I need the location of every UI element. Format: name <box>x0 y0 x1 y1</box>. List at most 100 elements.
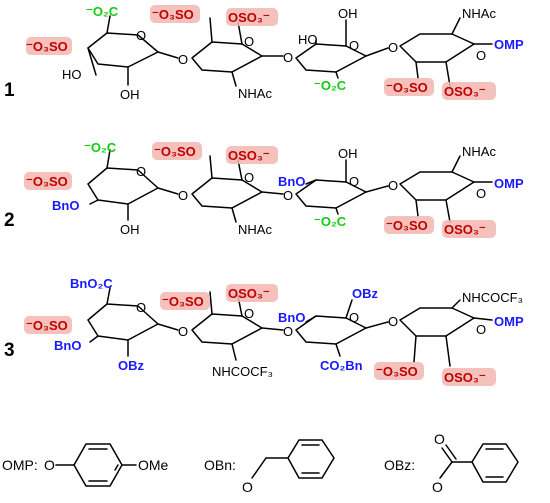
glycosidic-oxygen: O <box>388 178 398 193</box>
benzoyl-label: OBz <box>118 358 145 373</box>
glycosidic-oxygen: O <box>388 40 398 55</box>
sulfate-label: ⁻O₃SO <box>386 218 428 233</box>
omp-label: OMP <box>494 314 524 329</box>
compound-number-3: 3 <box>4 340 15 361</box>
ring-oxygen: O <box>476 48 486 63</box>
key-omp: OMP: O OMe <box>2 443 169 487</box>
ring-2c: O <box>295 159 389 215</box>
benzyl-ether-label: BnO <box>54 338 81 353</box>
sulfate-label: OSO₃⁻ <box>444 84 486 99</box>
key-obn-oxygen: O <box>242 479 253 495</box>
sulfate-highlight <box>226 8 278 26</box>
sulfate-label: ⁻O₃SO <box>152 7 194 22</box>
sulfate-highlight <box>160 292 210 310</box>
sulfate-label: ⁻O₃SO <box>26 39 68 54</box>
glycosidic-oxygen: O <box>388 314 398 329</box>
sulfate-highlight <box>26 37 72 55</box>
sulfate-label: ⁻O₃SO <box>376 364 418 379</box>
compound-number-1: 1 <box>4 80 15 101</box>
sulfate-highlight <box>226 284 278 302</box>
key-obz-ester-oxygen: O <box>432 479 443 495</box>
sulfate-label: OSO₃⁻ <box>444 222 486 237</box>
sulfate-label: OSO₃⁻ <box>228 10 270 25</box>
sulfate-highlight <box>150 5 200 23</box>
compound-1: 1 O ⁻O₃SO ⁻O₂C HO OH O O ⁻O₃SO OSO₃⁻ <box>4 4 524 102</box>
ring-1b: O <box>191 17 284 87</box>
hydroxyl-label: OH <box>338 146 358 161</box>
sulfate-label: OSO₃⁻ <box>228 286 270 301</box>
glycosidic-oxygen: O <box>178 324 188 339</box>
ring-oxygen: O <box>476 186 486 201</box>
ring-2b: O <box>191 155 284 223</box>
benzyl-ether-label: BnO <box>278 310 305 325</box>
compound-3: 3 O ⁻O₃SO BnO₂C BnO OBz O O ⁻O₃SO OSO₃⁻ … <box>4 276 524 386</box>
ring-3a: O <box>87 287 179 357</box>
trifluoroacetamido-label: NHCOCF₃ <box>462 290 523 305</box>
benzyl-ester-label: CO₂Bn <box>320 358 363 373</box>
ring-oxygen: O <box>244 306 254 321</box>
sulfate-highlight <box>374 362 424 380</box>
sulfate-highlight <box>226 146 278 164</box>
glycosidic-oxygen: O <box>283 50 293 65</box>
carboxylate-label: ⁻O₂C <box>86 4 119 19</box>
sulfate-highlight <box>152 142 202 160</box>
sulfate-label: ⁻O₃SO <box>26 318 68 333</box>
sulfate-highlight <box>384 216 434 234</box>
ring-oxygen: O <box>244 170 254 185</box>
benzyl-ether-label: BnO <box>278 174 305 189</box>
key-obz-carbonyl-oxygen: O <box>434 431 445 447</box>
ring-3c: O <box>295 299 389 357</box>
sulfate-label: ⁻O₃SO <box>154 144 196 159</box>
hydroxyl-label: HO <box>62 67 82 82</box>
hydroxyl-label: OH <box>120 87 140 102</box>
key-omp-oxygen: O <box>44 457 55 473</box>
ring-1d: O <box>399 17 493 87</box>
ring-oxygen: O <box>136 164 146 179</box>
sulfate-label: ⁻O₃SO <box>386 80 428 95</box>
key-obn: OBn: O <box>204 439 335 495</box>
benzyl-ether-label: BnO <box>52 198 79 213</box>
key-obn-label: OBn: <box>204 457 236 473</box>
ring-1c: O <box>295 19 389 79</box>
benzyl-ester-label: BnO₂C <box>70 276 113 291</box>
glycosidic-oxygen: O <box>283 324 293 339</box>
compound-number-2: 2 <box>4 210 15 231</box>
carboxylate-label: ⁻O₂C <box>314 78 347 93</box>
acetamido-label: NHAc <box>462 6 496 21</box>
ring-oxygen: O <box>244 34 254 49</box>
omp-label: OMP <box>494 176 524 191</box>
glycosidic-oxygen: O <box>283 188 293 203</box>
glycosidic-oxygen: O <box>178 52 188 67</box>
key-omp-methoxy: OMe <box>138 457 169 473</box>
sulfate-highlight <box>24 316 72 334</box>
abbreviation-key: OMP: O OMe OBn: O OBz: <box>2 431 519 495</box>
ring-1a: O <box>87 15 179 86</box>
key-omp-label: OMP: <box>2 457 38 473</box>
sulfate-highlight <box>384 78 434 96</box>
sulfate-highlight <box>24 172 72 190</box>
sulfate-highlight <box>442 82 496 100</box>
carboxylate-label: ⁻O₂C <box>84 140 117 155</box>
ring-2d: O <box>399 155 493 223</box>
hydroxyl-label: OH <box>338 6 358 21</box>
ring-3d: O <box>399 299 493 367</box>
benzoyl-label: OBz <box>352 286 379 301</box>
key-obz: OBz: O O <box>384 431 519 495</box>
sulfate-highlight <box>442 368 496 386</box>
compound-2: 2 O ⁻O₃SO ⁻O₂C BnO OH O O ⁻O₃SO OSO₃⁻ NH… <box>4 140 524 238</box>
ring-2a: O <box>87 149 179 221</box>
ring-3b: O <box>191 291 284 361</box>
acetamido-label: NHAc <box>238 222 272 237</box>
trifluoroacetamido-label: NHCOCF₃ <box>212 364 273 379</box>
sulfate-label: OSO₃⁻ <box>444 370 486 385</box>
ring-oxygen: O <box>349 38 359 53</box>
ring-oxygen: O <box>136 300 146 315</box>
hydroxyl-label: HO <box>298 32 318 47</box>
acetamido-label: NHAc <box>238 86 272 101</box>
sulfate-label: ⁻O₃SO <box>162 294 204 309</box>
ring-oxygen: O <box>349 174 359 189</box>
ring-oxygen: O <box>476 322 486 337</box>
omp-label: OMP <box>494 37 524 52</box>
ring-oxygen: O <box>349 310 359 325</box>
hydroxyl-label: OH <box>120 222 140 237</box>
